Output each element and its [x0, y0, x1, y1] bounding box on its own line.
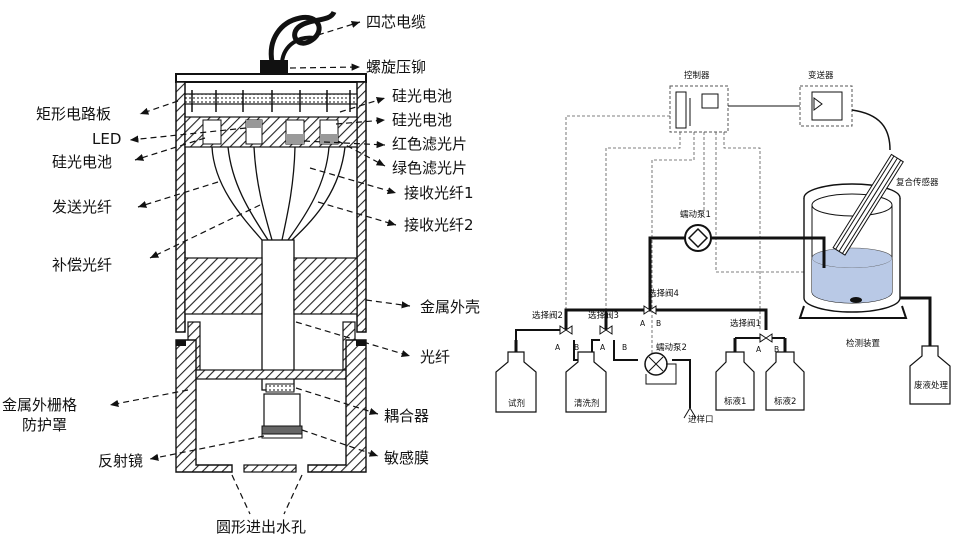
label-sensor: 复合传感器 — [896, 177, 939, 188]
label-pump1: 蠕动泵1 — [680, 209, 711, 220]
label-film: 敏感膜 — [384, 449, 429, 467]
label-pump2: 蠕动泵2 — [656, 342, 687, 353]
label-valve2-b: B — [574, 343, 579, 352]
composite-sensor — [832, 153, 904, 256]
std1-bottle — [715, 351, 755, 411]
label-si-cell-2: 硅光电池 — [392, 111, 452, 129]
valve-4-icon — [643, 305, 657, 315]
mirror — [261, 433, 303, 439]
sensor-cross-section: 矩形电路板 LED 硅光电池 发送光纤 补偿光纤 金属外栅格 防护罩 反射镜 圆… — [2, 10, 480, 536]
valve-3-icon — [599, 325, 613, 335]
label-valve4-b: B — [656, 319, 661, 328]
controller-box — [669, 85, 729, 133]
reagent-bottle — [495, 351, 537, 413]
sensitive-film — [261, 425, 303, 435]
label-valve4-a: A — [640, 319, 646, 328]
label-si-cell-left: 硅光电池 — [52, 153, 112, 171]
label-valve3: 选择阀3 — [588, 310, 619, 321]
label-valve1-a: A — [756, 345, 762, 354]
label-gland: 螺旋压铆 — [366, 58, 426, 76]
label-recv-fiber-2: 接收光纤2 — [404, 216, 474, 234]
label-mirror: 反射镜 — [98, 452, 143, 470]
label-pcb: 矩形电路板 — [36, 105, 111, 123]
label-valve2: 选择阀2 — [532, 310, 563, 321]
label-sample-port: 进样口 — [688, 414, 714, 425]
transmitter-box — [799, 85, 853, 127]
label-reagent: 试剂 — [508, 398, 525, 409]
label-transmitter: 变送器 — [808, 70, 834, 81]
label-valve3-b: B — [622, 343, 627, 352]
label-cable: 四芯电缆 — [366, 13, 426, 31]
system-schematic: 控制器 变送器 复合传感器 — [495, 70, 951, 425]
label-metal-shell: 金属外壳 — [420, 298, 480, 316]
coupler — [265, 383, 295, 393]
label-controller: 控制器 — [684, 70, 710, 81]
label-comp-fiber: 补偿光纤 — [52, 256, 112, 274]
label-waste: 废液处理 — [914, 380, 949, 391]
label-mesh-guard-line1: 金属外栅格 — [2, 396, 77, 414]
label-std2: 标液2 — [774, 396, 796, 407]
mesh-guard — [175, 339, 233, 473]
label-si-cell-1: 硅光电池 — [392, 87, 452, 105]
label-valve1-b: B — [774, 345, 779, 354]
label-red-filter: 红色滤光片 — [392, 135, 467, 153]
label-mesh-guard-line2: 防护罩 — [22, 416, 67, 434]
valve-2-icon — [559, 325, 573, 335]
label-inlet: 圆形进出水孔 — [216, 518, 306, 536]
label-mesh-guard: 金属外栅格 防护罩 — [2, 396, 82, 434]
label-coupler: 耦合器 — [384, 407, 429, 425]
label-valve4: 选择阀4 — [648, 288, 679, 299]
pcb-board — [184, 93, 358, 105]
label-led: LED — [92, 130, 121, 148]
cable-icon — [268, 10, 337, 63]
gland — [260, 60, 288, 74]
label-fiber: 光纤 — [420, 348, 450, 366]
label-valve1: 选择阀1 — [730, 318, 761, 329]
label-std1: 标液1 — [724, 396, 746, 407]
valve-1-icon — [759, 333, 773, 343]
label-valve3-a: A — [600, 343, 606, 352]
rinse-bottle — [565, 351, 607, 413]
std2-bottle — [765, 351, 805, 411]
label-send-fiber: 发送光纤 — [52, 198, 112, 216]
waste-bottle — [909, 345, 951, 405]
label-recv-fiber-1: 接收光纤1 — [404, 184, 474, 202]
label-detector: 检测装置 — [846, 338, 881, 349]
label-rinse: 清洗剂 — [574, 398, 600, 409]
label-valve2-a: A — [555, 343, 561, 352]
label-green-filter: 绿色滤光片 — [392, 159, 467, 177]
